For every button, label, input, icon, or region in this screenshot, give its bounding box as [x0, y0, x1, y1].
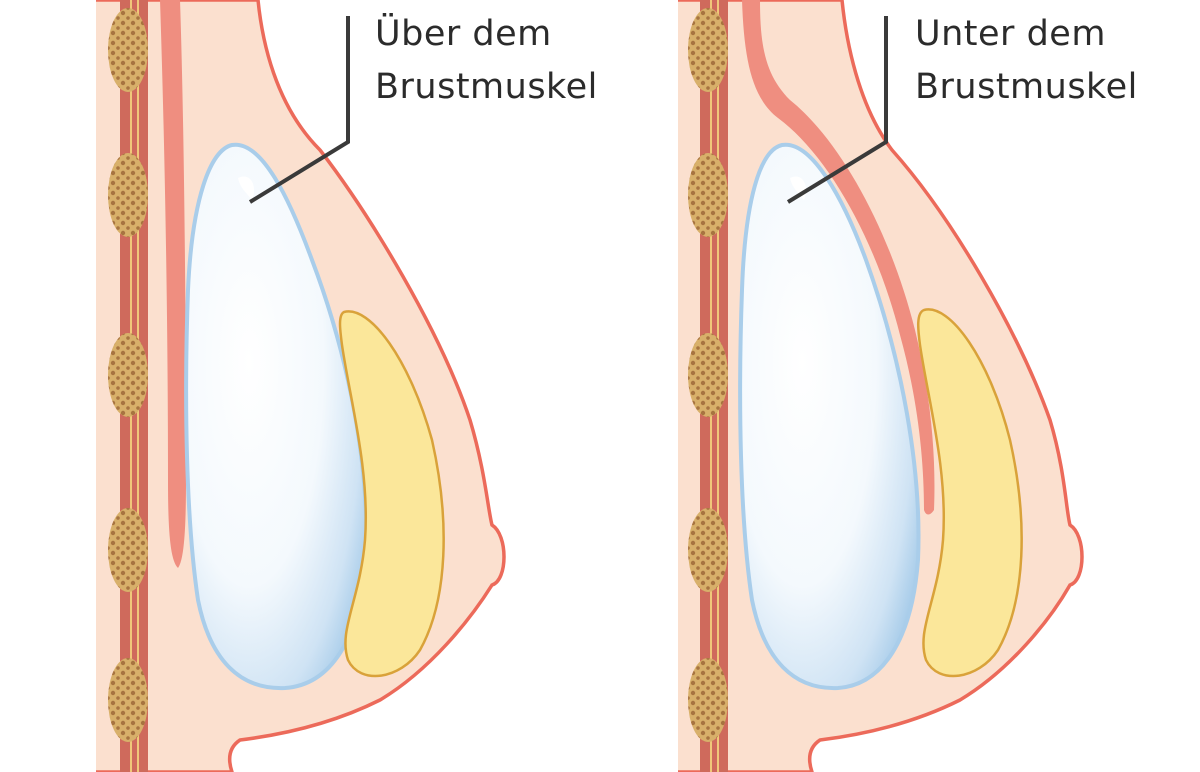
- rib-blobs: [688, 8, 728, 742]
- panel-above-muscle: Über dem Brustmuskel: [86, 0, 598, 772]
- implant-highlight: [238, 176, 255, 200]
- pectoral-muscle: [742, 0, 935, 515]
- callout-label-line2: Brustmuskel: [915, 67, 1138, 107]
- rib-column: [108, 0, 148, 772]
- rib-column: [688, 0, 728, 772]
- implant: [738, 142, 921, 691]
- panel-below-muscle: Unter dem Brustmuskel: [668, 0, 1138, 772]
- pectoral-muscle: [160, 0, 186, 568]
- gland-tissue: [338, 310, 445, 678]
- callout-line: [786, 16, 888, 204]
- callout-label-line2: Brustmuskel: [375, 67, 598, 107]
- edge-mask: [668, 0, 678, 772]
- callout-line: [248, 16, 350, 204]
- rib-blobs: [108, 8, 148, 742]
- implant: [184, 142, 369, 691]
- callout-label-line1: Unter dem: [915, 14, 1106, 54]
- gland-tissue: [917, 308, 1023, 678]
- edge-mask: [86, 0, 96, 772]
- callout-label-line1: Über dem: [375, 12, 552, 54]
